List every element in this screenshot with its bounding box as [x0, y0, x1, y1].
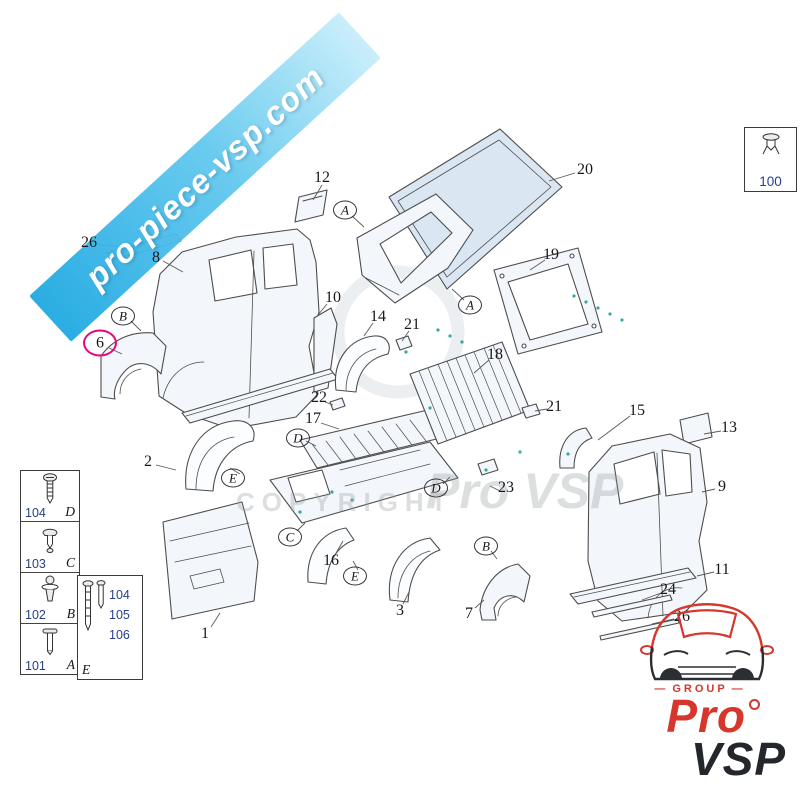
legend-letter: B — [66, 606, 75, 621]
callout-letter-E: E — [221, 468, 245, 488]
rivet-icon — [42, 628, 58, 656]
callout-letter-B: B — [474, 536, 498, 556]
part-label-10: 10 — [325, 289, 341, 306]
part-rear-frame — [493, 247, 603, 355]
part-label-2: 2 — [144, 453, 152, 470]
part-label-13: 13 — [721, 419, 737, 436]
part-label-8: 8 — [152, 249, 160, 266]
part-label-9: 9 — [718, 478, 726, 495]
part-label-15: 15 — [629, 402, 645, 419]
callout-letter-D: D — [286, 428, 310, 448]
part-label-26: 26 — [81, 234, 97, 251]
part-bracket-21a — [395, 335, 413, 351]
legend-num: 104 — [25, 506, 46, 520]
screw-icon — [43, 473, 57, 505]
legend-row-102: 102 B — [21, 573, 79, 624]
part-left-bodyside — [152, 228, 320, 430]
part-label-23: 23 — [498, 479, 514, 496]
logo-text-pro-label: Pro — [666, 690, 746, 743]
clip-pin-icon — [96, 580, 106, 610]
legend-num: 106 — [109, 628, 130, 642]
part-label-20: 20 — [577, 161, 593, 178]
logo-text-pro: Pro — [666, 693, 786, 739]
callout-letter-D: D — [424, 478, 448, 498]
logo-group-text: GROUP — [614, 683, 786, 695]
grommet-screw-icon — [41, 575, 59, 602]
fastener-legend-primary: 104 D 103 C 102 B 101 A — [20, 470, 80, 675]
callout-letter-A: A — [333, 200, 357, 220]
part-label-22: 22 — [311, 389, 327, 406]
fastener-legend-secondary: 104 105 106 E — [77, 575, 143, 680]
part-wheel-liner-front-left — [185, 420, 255, 492]
trim-clip-icon-slot — [758, 132, 784, 167]
trim-clip-icon — [762, 133, 779, 155]
part-label-21: 21 — [546, 398, 562, 415]
expansion-rivet-icon — [82, 580, 94, 632]
watermark-ring — [331, 265, 465, 399]
part-label-7: 7 — [465, 605, 473, 622]
quantity-legend-box: 100 — [744, 127, 797, 192]
part-trim-strip-24 — [591, 594, 673, 618]
legend-num: 105 — [109, 608, 130, 622]
legend-letter: D — [65, 504, 75, 519]
part-label-14: 14 — [370, 308, 386, 325]
fastener-position-dots — [298, 294, 624, 514]
callout-letter-C: C — [278, 527, 302, 547]
part-bracket-15 — [559, 427, 593, 469]
legend-num: 104 — [109, 588, 130, 602]
part-wheel-liner-3 — [388, 537, 441, 603]
part-label-18: 18 — [487, 346, 503, 363]
part-label-3: 3 — [396, 602, 404, 619]
callout-letter-A: A — [458, 295, 482, 315]
part-label-19: 19 — [543, 246, 559, 263]
part-front-fender-right — [479, 563, 531, 621]
legend-num: 102 — [25, 608, 46, 622]
part-bracket-21b — [521, 403, 541, 419]
part-bracket-23 — [477, 458, 499, 476]
part-label-16: 16 — [323, 552, 339, 569]
part-label-17: 17 — [305, 410, 321, 427]
legend-num: 101 — [25, 659, 46, 673]
callout-letter-B: B — [111, 306, 135, 326]
part-label-11: 11 — [714, 561, 730, 578]
logo-text-vsp: VSP — [690, 732, 786, 785]
legend-num: 103 — [25, 557, 46, 571]
part-bracket-22 — [329, 397, 346, 411]
part-windshield-frame — [356, 193, 474, 304]
part-label-1: 1 — [201, 625, 209, 642]
callout-letter-E: E — [343, 566, 367, 586]
logo-trademark-dot — [749, 699, 760, 711]
legend-letter: E — [82, 662, 91, 677]
part-rocker-rail-right — [569, 567, 697, 605]
legend-row-101: 101 A — [21, 624, 79, 674]
part-trim-12 — [294, 189, 328, 223]
part-label-24: 24 — [660, 581, 676, 598]
part-label-21: 21 — [404, 316, 420, 333]
fastener-icons — [82, 580, 106, 677]
legend-row-103: 103 C — [21, 522, 79, 573]
legend-letter: A — [66, 657, 75, 672]
part-front-fender-left — [100, 332, 167, 400]
part-front-panel — [162, 501, 259, 620]
legend-letter: C — [65, 555, 75, 570]
legend-num: 100 — [759, 174, 782, 189]
push-clip-icon — [42, 528, 58, 553]
part-trim-13 — [679, 412, 713, 445]
logo-car-icon — [640, 603, 774, 681]
legend-row-104: 104 D — [21, 471, 79, 522]
part-label-12: 12 — [314, 169, 330, 186]
part-wheel-housing-14 — [334, 335, 390, 393]
brand-logo: GROUP Pro VSP — [614, 587, 786, 785]
part-underbody-cover — [269, 441, 459, 524]
part-label-6: 6 — [83, 329, 117, 357]
